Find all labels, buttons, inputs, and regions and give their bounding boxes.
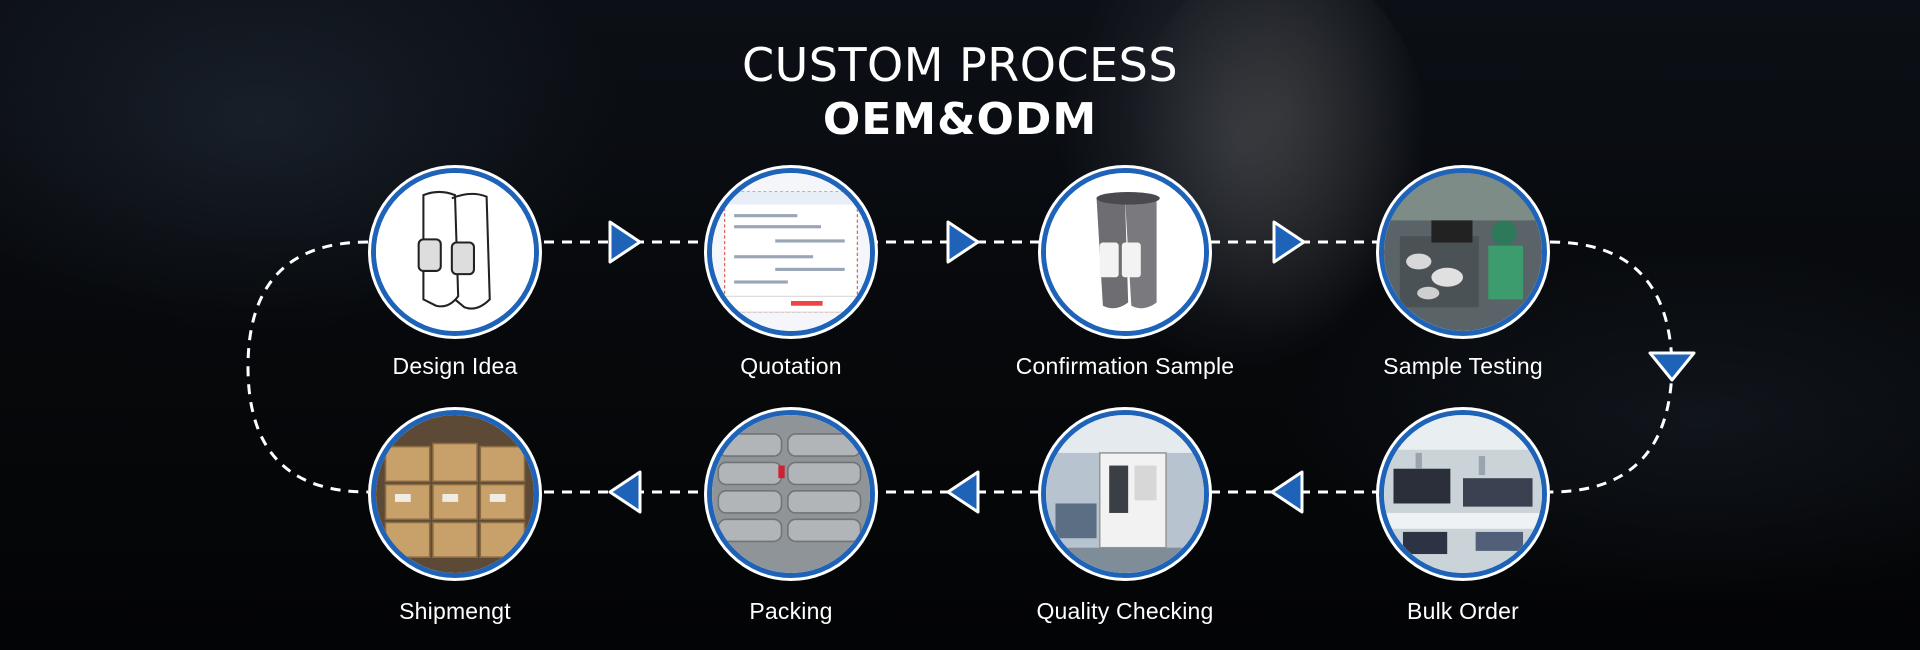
page-title: CUSTOM PROCESS (741, 38, 1179, 92)
step-quotation (707, 168, 875, 336)
page-subtitle: OEM&ODM (822, 94, 1098, 145)
arrow-left-icon (1270, 470, 1304, 514)
production-line-icon (1384, 415, 1542, 573)
step-design-idea (371, 168, 539, 336)
step-quality-checking (1041, 410, 1209, 578)
arrow-left-icon (946, 470, 980, 514)
step-label: Quality Checking (1036, 598, 1214, 624)
step-bulk-order (1379, 410, 1547, 578)
step-packing (707, 410, 875, 578)
arrow-down-icon (1648, 351, 1696, 382)
carton-boxes-icon (376, 415, 534, 573)
step-label: Design Idea (392, 353, 518, 379)
step-label: Confirmation Sample (1015, 353, 1235, 379)
packed-cases-icon (712, 415, 870, 573)
step-confirmation-sample (1041, 168, 1209, 336)
step-sample-testing (1379, 168, 1547, 336)
arrow-right-icon (608, 220, 642, 264)
arrow-right-icon (946, 220, 980, 264)
arrow-left-icon (608, 470, 642, 514)
chat-screenshot-icon (712, 173, 870, 331)
inspection-machine-icon (1046, 415, 1204, 573)
leg-sleeve-sample-icon (1046, 173, 1204, 331)
step-shipment (371, 410, 539, 578)
leg-sleeve-sketch-icon (376, 173, 534, 331)
step-label: Bulk Order (1407, 598, 1519, 624)
arrow-right-icon (1272, 220, 1306, 264)
step-label: Packing (749, 598, 833, 624)
step-label: Sample Testing (1383, 353, 1543, 379)
workshop-testing-icon (1384, 173, 1542, 331)
left-path-curve (246, 240, 369, 494)
step-label: Quotation (740, 353, 842, 379)
step-label: Shipmengt (399, 598, 511, 624)
